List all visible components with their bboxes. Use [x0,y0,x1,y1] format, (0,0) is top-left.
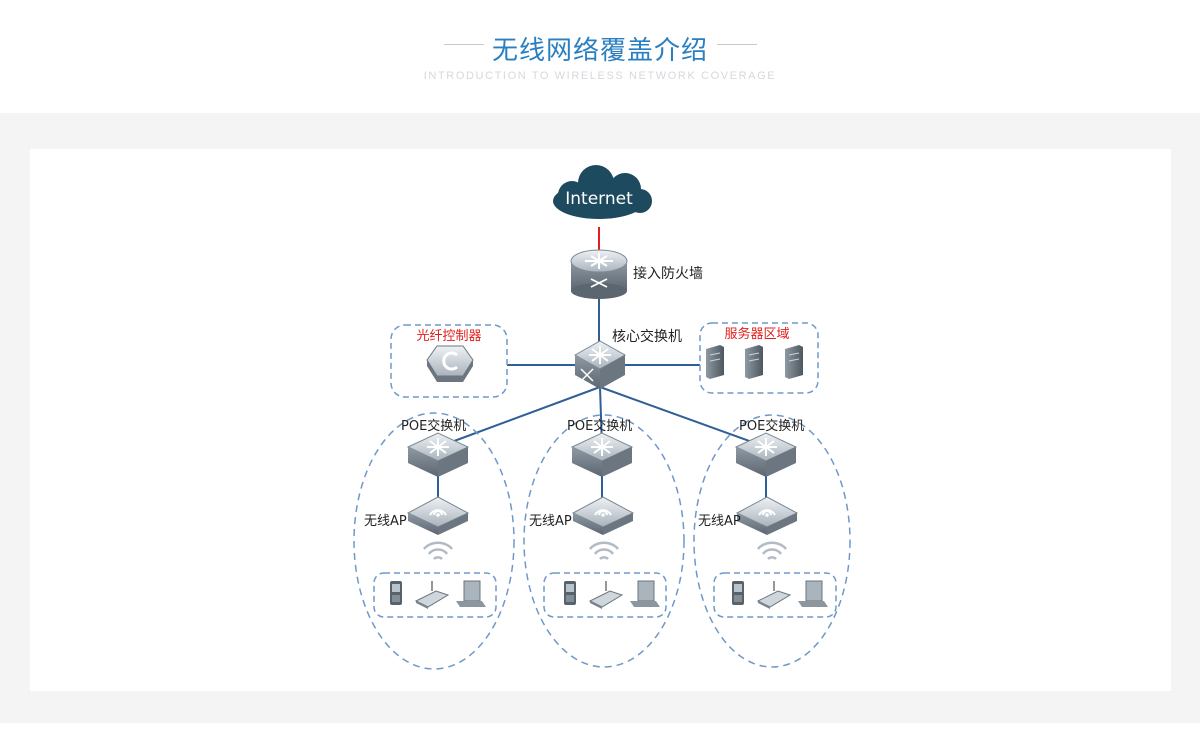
poe-switch-label: POE交换机 [739,418,804,434]
title-right-rule [717,44,757,45]
ap-label: 无线AP [529,514,572,529]
wifi-signal-icon [756,541,788,561]
poe-switch-label: POE交换机 [567,418,632,434]
coverage-area [693,414,851,668]
client-zone [373,572,497,618]
server-icon [785,345,803,379]
internet-cloud-icon [553,165,652,219]
core-poe3-link [599,386,767,448]
coverage-group-1: POE交换机 无线AP [353,412,515,670]
access-point-icon [407,496,469,536]
controller-zone [390,324,508,398]
client-devices-icon [389,580,487,610]
controller-label: 光纤控制器 [416,329,481,344]
firewall-label: 接入防火墙 [633,265,703,282]
fiber-controller-icon [426,345,474,382]
coverage-group-3: POE交换机 无线AP [693,414,851,668]
client-zone [543,572,667,618]
server-zone [699,322,819,394]
core-switch-icon [573,340,627,389]
server-icon [745,345,763,379]
core-switch-label: 核心交换机 [612,328,682,345]
core-poe1-link [437,386,601,448]
diagram-panel: Internet 接入防火墙 核心交换机 光纤控制器 服务器区域 [30,149,1171,691]
access-point-icon [572,496,634,536]
firewall-router-icon [570,249,628,299]
server-icon [706,345,724,379]
page-title: 无线网络覆盖介绍 [491,36,708,66]
internet-label: Internet [565,189,633,209]
coverage-area [353,412,515,670]
coverage-area [523,414,685,668]
title-left-rule [444,44,484,45]
poe-switch-icon [571,432,633,478]
client-devices-icon [731,580,829,610]
ap-label: 无线AP [698,514,741,529]
access-point-icon [736,496,798,536]
page-header: 无线网络覆盖介绍 INTRODUCTION TO WIRELESS NETWOR… [0,0,1200,113]
network-diagram: Internet 接入防火墙 核心交换机 光纤控制器 服务器区域 [353,165,851,670]
client-devices-icon [563,580,661,610]
client-zone [713,572,837,618]
coverage-group-2: POE交换机 无线AP [523,414,685,668]
page-subtitle: INTRODUCTION TO WIRELESS NETWORK COVERAG… [423,70,777,82]
ap-label: 无线AP [364,514,407,529]
wifi-signal-icon [422,541,454,561]
server-zone-label: 服务器区域 [724,326,789,342]
wifi-signal-icon [588,541,620,561]
poe-switch-label: POE交换机 [401,418,466,434]
